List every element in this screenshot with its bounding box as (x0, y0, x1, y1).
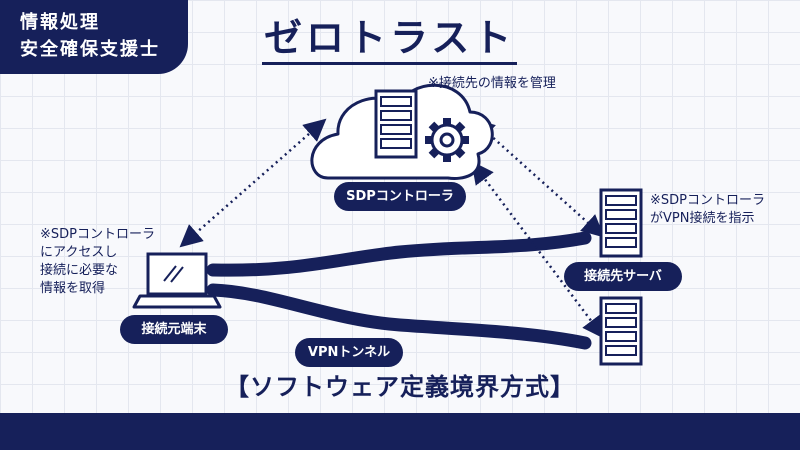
server-rack-icon (599, 188, 643, 258)
vpn-tunnel-label: VPNトンネル (295, 338, 403, 367)
client-note-line-2: にアクセスし (40, 245, 118, 260)
method-caption: 【ソフトウェア定義境界方式】 (225, 373, 575, 401)
client-note-line-3: 接続に必要な (40, 263, 119, 278)
badge-line-1: 情報処理 (20, 12, 100, 33)
server-rack-icon (374, 89, 418, 159)
vpn-tunnel-upper (206, 231, 592, 277)
page-title: ゼロトラスト (262, 14, 518, 65)
vpn-tunnel-lower (206, 283, 592, 350)
laptop-icon (132, 252, 222, 309)
controller-note: ※接続先の情報を管理 (428, 76, 556, 91)
badge-line-2: 安全確保支援士 (20, 39, 160, 60)
controller-label: SDPコントローラ (334, 182, 466, 211)
server-label: 接続先サーバ (564, 262, 682, 291)
gear-icon (425, 118, 469, 162)
arrow-client-controller (179, 118, 327, 248)
client-note-line-1: ※SDPコントローラ (40, 227, 155, 242)
client-label: 接続元端末 (120, 315, 228, 344)
arrow-controller-server-top (471, 118, 605, 238)
client-note-line-4: 情報を取得 (40, 281, 106, 296)
server-note-line-1: ※SDPコントローラ (650, 193, 765, 208)
server-rack-icon (599, 296, 643, 366)
server-note-line-2: がVPN接続を指示 (650, 211, 755, 226)
exam-badge: 情報処理 安全確保支援士 (0, 0, 188, 74)
footer-bar (0, 413, 800, 450)
